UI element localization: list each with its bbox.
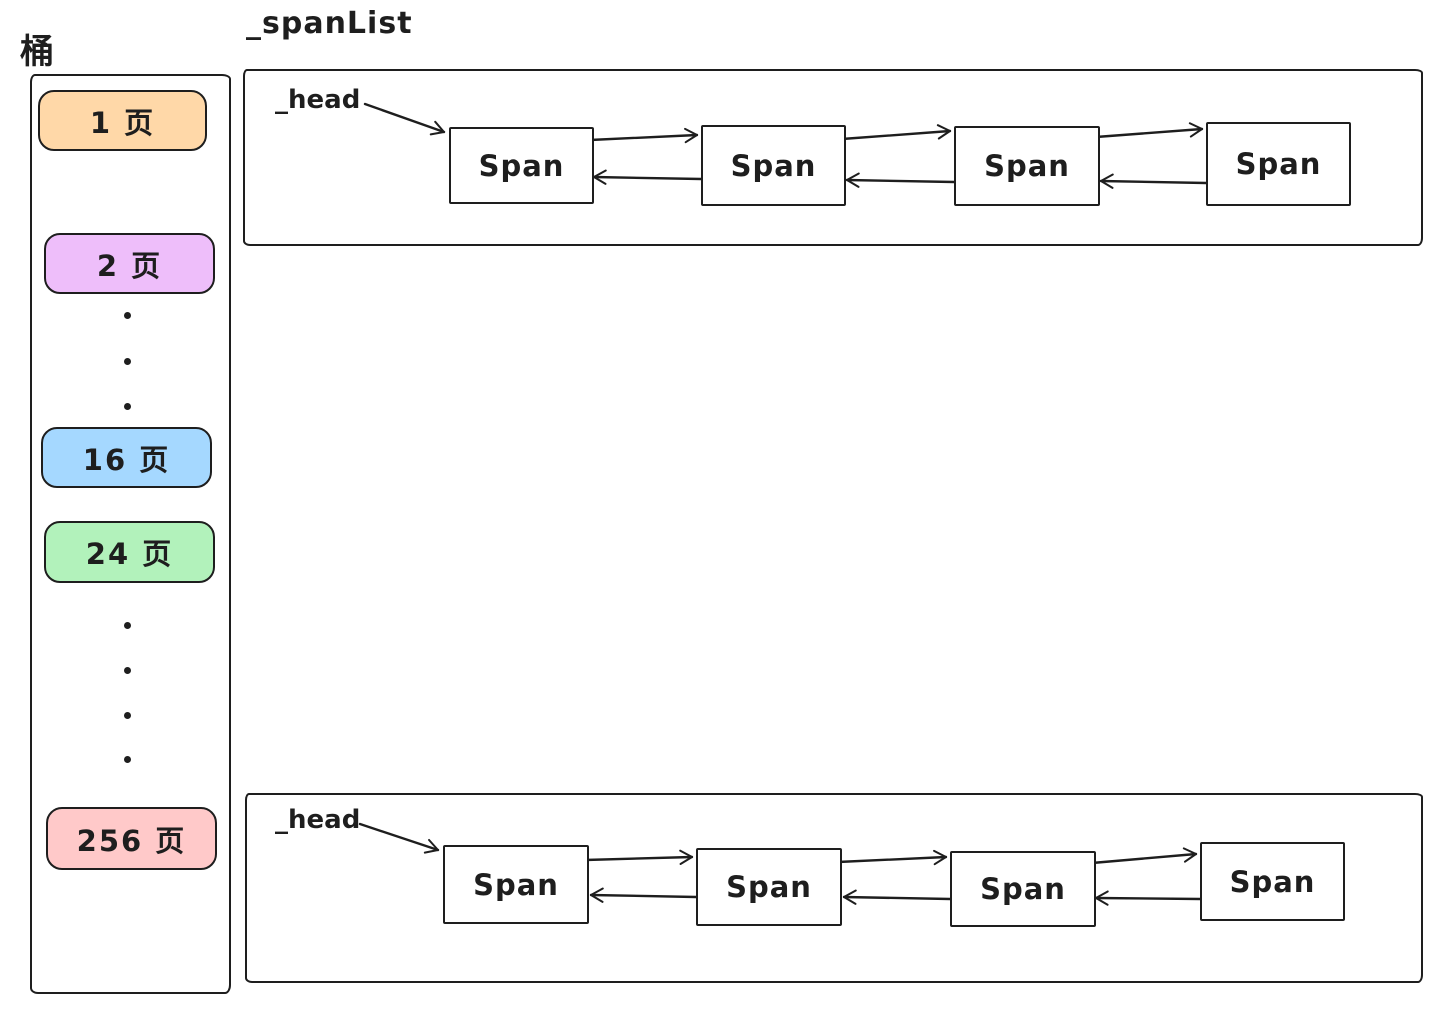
ellipsis-dot [124,667,131,674]
ellipsis-dot [124,712,131,719]
span-node: Span [954,126,1100,206]
next-arrow [840,124,952,141]
prev-arrow [1094,890,1202,906]
span-node: Span [443,845,589,924]
next-arrow [583,849,694,865]
prev-arrow [589,887,698,903]
head-label: _head [275,805,361,835]
span-node: Span [449,127,594,204]
bucket-title: 桶 [20,32,54,72]
next-arrow [836,849,948,866]
bucket-item-256-page: 256 页 [46,807,217,870]
next-arrow [1094,122,1204,139]
spanlist-title: _spanList [246,6,413,41]
head-arrow [358,822,440,854]
span-node: Span [950,851,1096,927]
next-arrow [1090,847,1198,865]
head-arrow [363,102,446,136]
next-arrow [588,127,699,144]
bucket-item-1-page: 1 页 [38,90,207,151]
span-node: Span [701,125,846,206]
prev-arrow [842,889,952,905]
span-node: Span [1206,122,1351,206]
span-node: Span [696,848,842,926]
ellipsis-dot [124,312,131,319]
prev-arrow [1099,173,1208,189]
bucket-item-16-page: 16 页 [41,427,212,488]
head-label: _head [275,85,361,115]
prev-arrow [845,172,956,188]
bucket-item-2-page: 2 页 [44,233,215,294]
bucket-item-24-page: 24 页 [44,521,215,583]
ellipsis-dot [124,756,131,763]
ellipsis-dot [124,358,131,365]
span-node: Span [1200,842,1345,921]
prev-arrow [592,169,703,185]
spanlist-top-container: _head Span Span Span Span [243,69,1423,246]
bucket-container: 1 页 2 页 16 页 24 页 256 页 [30,74,231,994]
ellipsis-dot [124,403,131,410]
spanlist-bottom-container: _head Span Span Span Span [245,793,1423,983]
ellipsis-dot [124,622,131,629]
